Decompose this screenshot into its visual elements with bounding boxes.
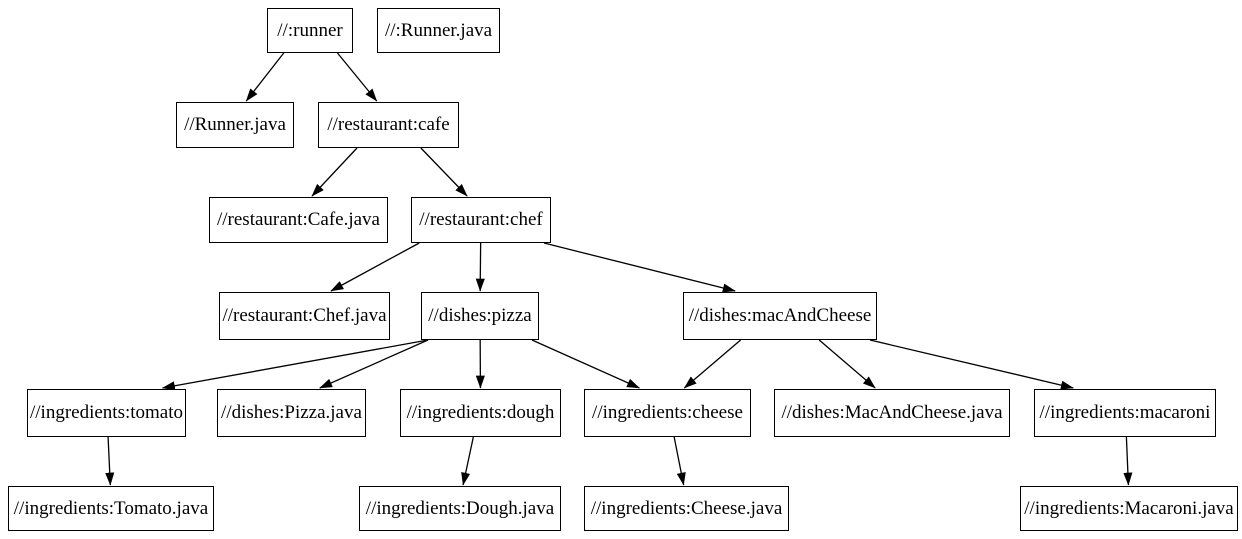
edge-cheese-to-cheese-java	[673, 436, 686, 486]
edge-runner-to-cafe	[336, 52, 378, 102]
edge-group	[105, 52, 1133, 486]
node-cafe-java: //restaurant:Cafe.java	[209, 197, 388, 243]
edge-chef-to-pizza	[475, 242, 485, 292]
node-runner: //:runner	[267, 8, 353, 53]
node-chef: //restaurant:chef	[411, 197, 551, 243]
edge-pizza-to-pizza-java	[319, 339, 429, 389]
node-pizza-java: //dishes:Pizza.java	[217, 389, 366, 437]
node-tomato: //ingredients:tomato	[27, 389, 186, 437]
node-runner-java-root: //:Runner.java	[377, 8, 500, 53]
edge-chef-to-chef-java	[330, 242, 420, 292]
edge-tomato-to-tomato-java	[105, 436, 115, 486]
node-cheese: //ingredients:cheese	[584, 389, 751, 437]
edge-chef-to-mac-and-cheese	[543, 242, 736, 293]
node-mac-and-cheese: //dishes:macAndCheese	[683, 292, 877, 340]
edge-cafe-to-cafe-java	[311, 147, 358, 197]
edge-pizza-to-cheese	[531, 339, 640, 389]
node-tomato-java: //ingredients:Tomato.java	[8, 486, 214, 531]
node-dough-java: //ingredients:Dough.java	[359, 486, 561, 531]
edge-runner-to-runner-java	[245, 52, 285, 102]
edge-pizza-to-tomato	[161, 339, 429, 391]
node-mac-and-cheese-java: //dishes:MacAndCheese.java	[774, 389, 1010, 437]
node-cheese-java: //ingredients:Cheese.java	[584, 486, 789, 531]
edge-mac-and-cheese-to-macaroni	[869, 339, 1074, 390]
edge-mac-and-cheese-to-mac-and-cheese-java	[818, 339, 876, 389]
node-pizza: //dishes:pizza	[421, 292, 539, 340]
edge-cafe-to-chef	[420, 147, 468, 197]
node-cafe: //restaurant:cafe	[318, 102, 459, 148]
node-chef-java: //restaurant:Chef.java	[219, 292, 390, 340]
node-dough: //ingredients:dough	[400, 389, 561, 437]
node-macaroni: //ingredients:macaroni	[1034, 389, 1216, 437]
edge-dough-to-dough-java	[461, 436, 474, 486]
edge-macaroni-to-macaroni-java	[1123, 436, 1133, 486]
edge-mac-and-cheese-to-cheese	[683, 339, 742, 389]
node-macaroni-java: //ingredients:Macaroni.java	[1020, 486, 1238, 531]
node-runner-java: //Runner.java	[176, 102, 294, 148]
